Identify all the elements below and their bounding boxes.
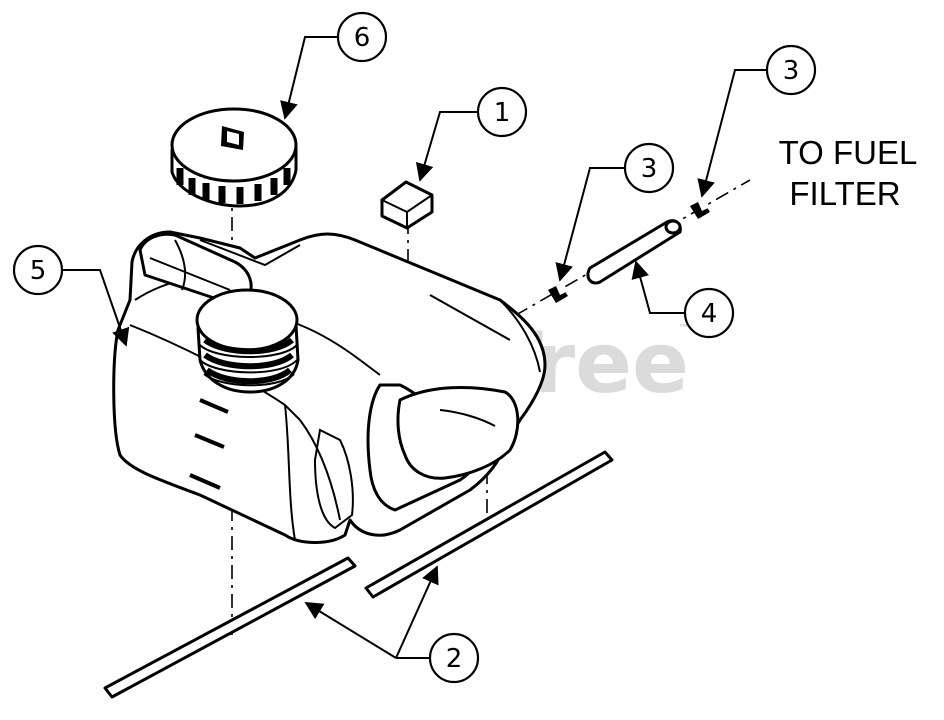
tank-strips <box>103 450 614 699</box>
foam-pad <box>380 180 434 230</box>
fuel-filter-note: TO FUEL FILTER <box>779 134 918 212</box>
fuel-line <box>586 219 682 285</box>
callout-5: 5 <box>12 244 64 296</box>
svg-text:™: ™ <box>678 322 689 335</box>
svg-text:TO FUEL: TO FUEL <box>779 134 918 171</box>
callout-4: 4 <box>683 287 735 339</box>
callout-1: 1 <box>476 86 528 138</box>
svg-text:4: 4 <box>701 299 718 329</box>
svg-text:FILTER: FILTER <box>789 175 900 212</box>
callout-6: 6 <box>336 11 388 63</box>
leader-lines <box>62 36 767 659</box>
fuel-tank <box>112 230 547 544</box>
filler-neck <box>195 288 300 394</box>
svg-text:3: 3 <box>783 56 800 86</box>
hose-clamp-upper <box>690 199 710 219</box>
svg-text:3: 3 <box>641 154 658 184</box>
fuel-cap <box>170 107 298 208</box>
callout-3-upper: 3 <box>765 44 817 96</box>
svg-text:1: 1 <box>494 98 511 128</box>
svg-text:5: 5 <box>30 256 47 286</box>
callout-2: 2 <box>428 632 480 684</box>
hose-clamp-lower <box>548 283 568 303</box>
svg-text:6: 6 <box>354 23 371 53</box>
callout-3-lower: 3 <box>623 142 675 194</box>
svg-text:2: 2 <box>446 644 463 674</box>
